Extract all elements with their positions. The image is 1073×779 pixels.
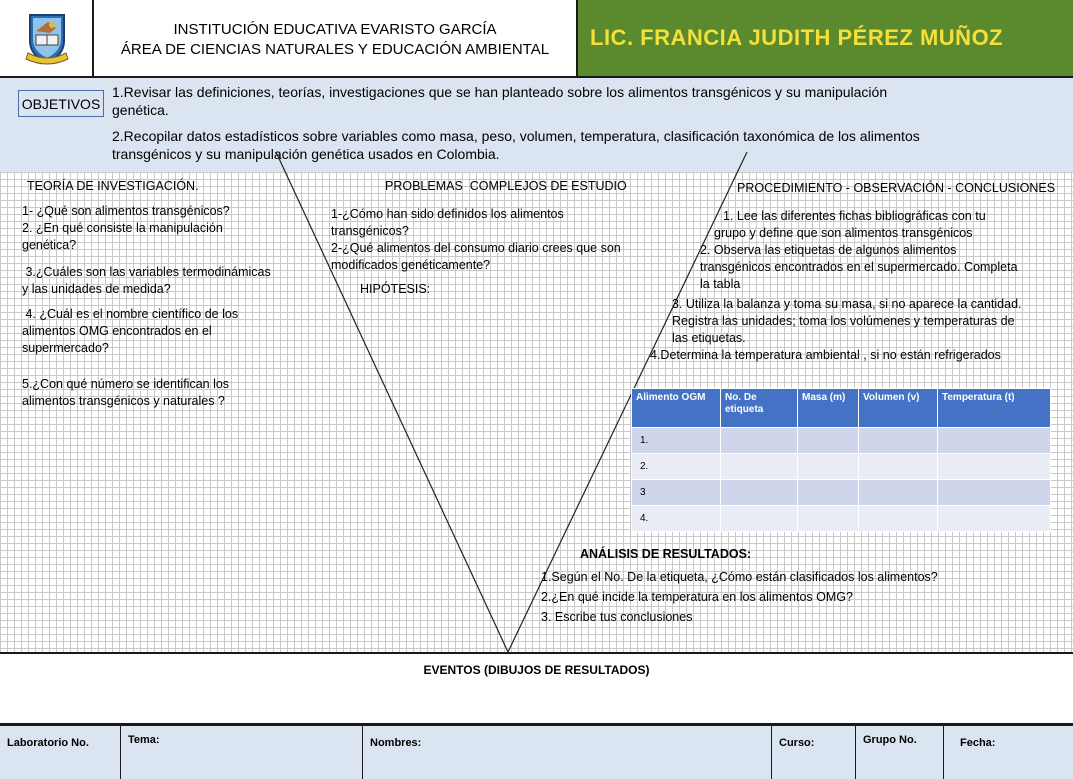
row-number: 4.	[631, 505, 721, 532]
procedure-step-3-line-3: las etiquetas.	[672, 331, 746, 345]
header: INSTITUCIÓN EDUCATIVA EVARISTO GARCÍA ÁR…	[0, 0, 1073, 76]
table-cell[interactable]	[937, 479, 1051, 506]
table-cell[interactable]	[797, 427, 859, 454]
row-number: 1.	[631, 427, 721, 454]
table-row: 2.	[631, 453, 1051, 480]
problem-2-line-1: 2-¿Qué alimentos del consumo diario cree…	[331, 241, 621, 255]
area-name: ÁREA DE CIENCIAS NATURALES Y EDUCACIÓN A…	[120, 41, 550, 58]
objective-1-line-1: 1.Revisar las definiciones, teorías, inv…	[112, 84, 888, 100]
objective-2-line-1: 2.Recopilar datos estadísticos sobre var…	[112, 128, 920, 144]
row-number: 3	[631, 479, 721, 506]
table-cell[interactable]	[937, 427, 1051, 454]
table-cell[interactable]	[720, 453, 798, 480]
teacher-name: LIC. FRANCIA JUDITH PÉREZ MUÑOZ	[578, 0, 1073, 76]
date-label: Fecha:	[960, 737, 996, 749]
table-row: 3	[631, 479, 1051, 506]
header-volume: Volumen (v)	[858, 388, 938, 428]
ogm-table: Alimento OGM No. De etiqueta Masa (m) Vo…	[631, 388, 1051, 532]
course-label: Curso:	[779, 737, 815, 749]
table-cell[interactable]	[858, 505, 938, 532]
procedure-title: PROCEDIMIENTO - OBSERVACIÓN - CONCLUSION…	[737, 181, 1056, 195]
v-left-line	[275, 151, 509, 653]
header-food: Alimento OGM	[631, 388, 721, 428]
problems-title: PROBLEMAS COMPLEJOS DE ESTUDIO	[385, 179, 627, 193]
objectives-band	[0, 76, 1073, 172]
theory-q4-line-3: supermercado?	[22, 341, 109, 355]
table-cell[interactable]	[937, 453, 1051, 480]
lab-number-label: Laboratorio No.	[7, 737, 89, 749]
table-row: 1.	[631, 427, 1051, 454]
table-cell[interactable]	[720, 427, 798, 454]
theory-q5-line-2: alimentos transgénicos y naturales ?	[22, 394, 225, 408]
procedure-step-2-line-1: 2. Observa las etiquetas de algunos alim…	[700, 243, 957, 257]
table-cell[interactable]	[858, 479, 938, 506]
names-field[interactable]: Nombres:	[363, 726, 772, 779]
v-right-line	[507, 151, 748, 653]
problem-1-line-1: 1-¿Cómo han sido definidos los alimentos	[331, 207, 564, 221]
table-cell[interactable]	[720, 479, 798, 506]
analysis-q1: 1.Según el No. De la etiqueta, ¿Cómo est…	[541, 570, 938, 584]
procedure-step-4: 4.Determina la temperatura ambiental , s…	[650, 348, 1001, 362]
theory-q3-line-2: y las unidades de medida?	[22, 282, 171, 296]
date-field[interactable]: Fecha:	[944, 726, 1073, 779]
problem-2-line-2: modificados genéticamente?	[331, 258, 491, 272]
table-cell[interactable]	[858, 427, 938, 454]
institution-cell: INSTITUCIÓN EDUCATIVA EVARISTO GARCÍA ÁR…	[94, 0, 578, 76]
procedure-step-1-line-2: grupo y define que son alimentos transgé…	[714, 226, 973, 240]
table-header-row: Alimento OGM No. De etiqueta Masa (m) Vo…	[631, 388, 1051, 428]
objectives-label: OBJETIVOS	[18, 90, 104, 117]
group-field[interactable]: Grupo No.	[856, 726, 944, 779]
table-cell[interactable]	[797, 479, 859, 506]
analysis-q2: 2.¿En qué incide la temperatura en los a…	[541, 590, 853, 604]
row-number: 2.	[631, 453, 721, 480]
table-cell[interactable]	[797, 453, 859, 480]
institution-name: INSTITUCIÓN EDUCATIVA EVARISTO GARCÍA	[173, 21, 497, 38]
course-field[interactable]: Curso:	[772, 726, 856, 779]
table-cell[interactable]	[797, 505, 859, 532]
theory-q2-line-2: genética?	[22, 238, 77, 252]
hypothesis-label: HIPÓTESIS:	[360, 282, 431, 296]
header-temperature: Temperatura (t)	[937, 388, 1051, 428]
table-cell[interactable]	[720, 505, 798, 532]
school-crest-icon	[25, 14, 69, 65]
theory-q1: 1- ¿Qué son alimentos transgénicos?	[22, 204, 230, 218]
analysis-q3: 3. Escribe tus conclusiones	[541, 610, 693, 624]
topic-label: Tema:	[128, 734, 160, 746]
theory-q5-line-1: 5.¿Con qué número se identifican los	[22, 377, 230, 391]
procedure-step-3-line-1: 3. Utiliza la balanza y toma su masa, si…	[672, 297, 1022, 311]
footer-bar: Laboratorio No. Tema: Nombres: Curso: Gr…	[0, 723, 1073, 779]
procedure-step-1-line-1: 1. Lee las diferentes fichas bibliográfi…	[723, 209, 986, 223]
theory-q4-line-2: alimentos OMG encontrados en el	[22, 324, 212, 338]
procedure-step-3-line-2: Registra las unidades; toma los volúmene…	[672, 314, 1015, 328]
topic-field[interactable]: Tema:	[121, 726, 363, 779]
header-label-number: No. De etiqueta	[720, 388, 798, 428]
table-row: 4.	[631, 505, 1051, 532]
lab-number-field[interactable]: Laboratorio No.	[0, 726, 121, 779]
table-cell[interactable]	[937, 505, 1051, 532]
group-label: Grupo No.	[863, 734, 917, 746]
events-section[interactable]: EVENTOS (DIBUJOS DE RESULTADOS)	[0, 652, 1073, 723]
objective-1-line-2: genética.	[112, 102, 169, 118]
objective-2-line-2: transgénicos y su manipulación genética …	[112, 146, 500, 162]
v-diagram	[275, 151, 748, 653]
events-title: EVENTOS (DIBUJOS DE RESULTADOS)	[423, 663, 650, 677]
names-label: Nombres:	[370, 737, 422, 749]
problem-1-line-2: transgénicos?	[331, 224, 409, 238]
procedure-step-2-line-3: la tabla	[700, 277, 741, 291]
header-mass: Masa (m)	[797, 388, 859, 428]
theory-q2-line-1: 2. ¿En qué consiste la manipulación	[22, 221, 223, 235]
analysis-title: ANÁLISIS DE RESULTADOS:	[580, 547, 752, 561]
logo-cell	[0, 0, 94, 76]
table-cell[interactable]	[858, 453, 938, 480]
procedure-step-2-line-2: transgénicos encontrados en el supermerc…	[700, 260, 1018, 274]
theory-q3-line-1: 3.¿Cuáles son las variables termodinámic…	[22, 265, 271, 279]
theory-q4-line-1: 4. ¿Cuál es el nombre científico de los	[22, 307, 239, 321]
theory-title: TEORÍA DE INVESTIGACIÓN.	[27, 179, 199, 193]
